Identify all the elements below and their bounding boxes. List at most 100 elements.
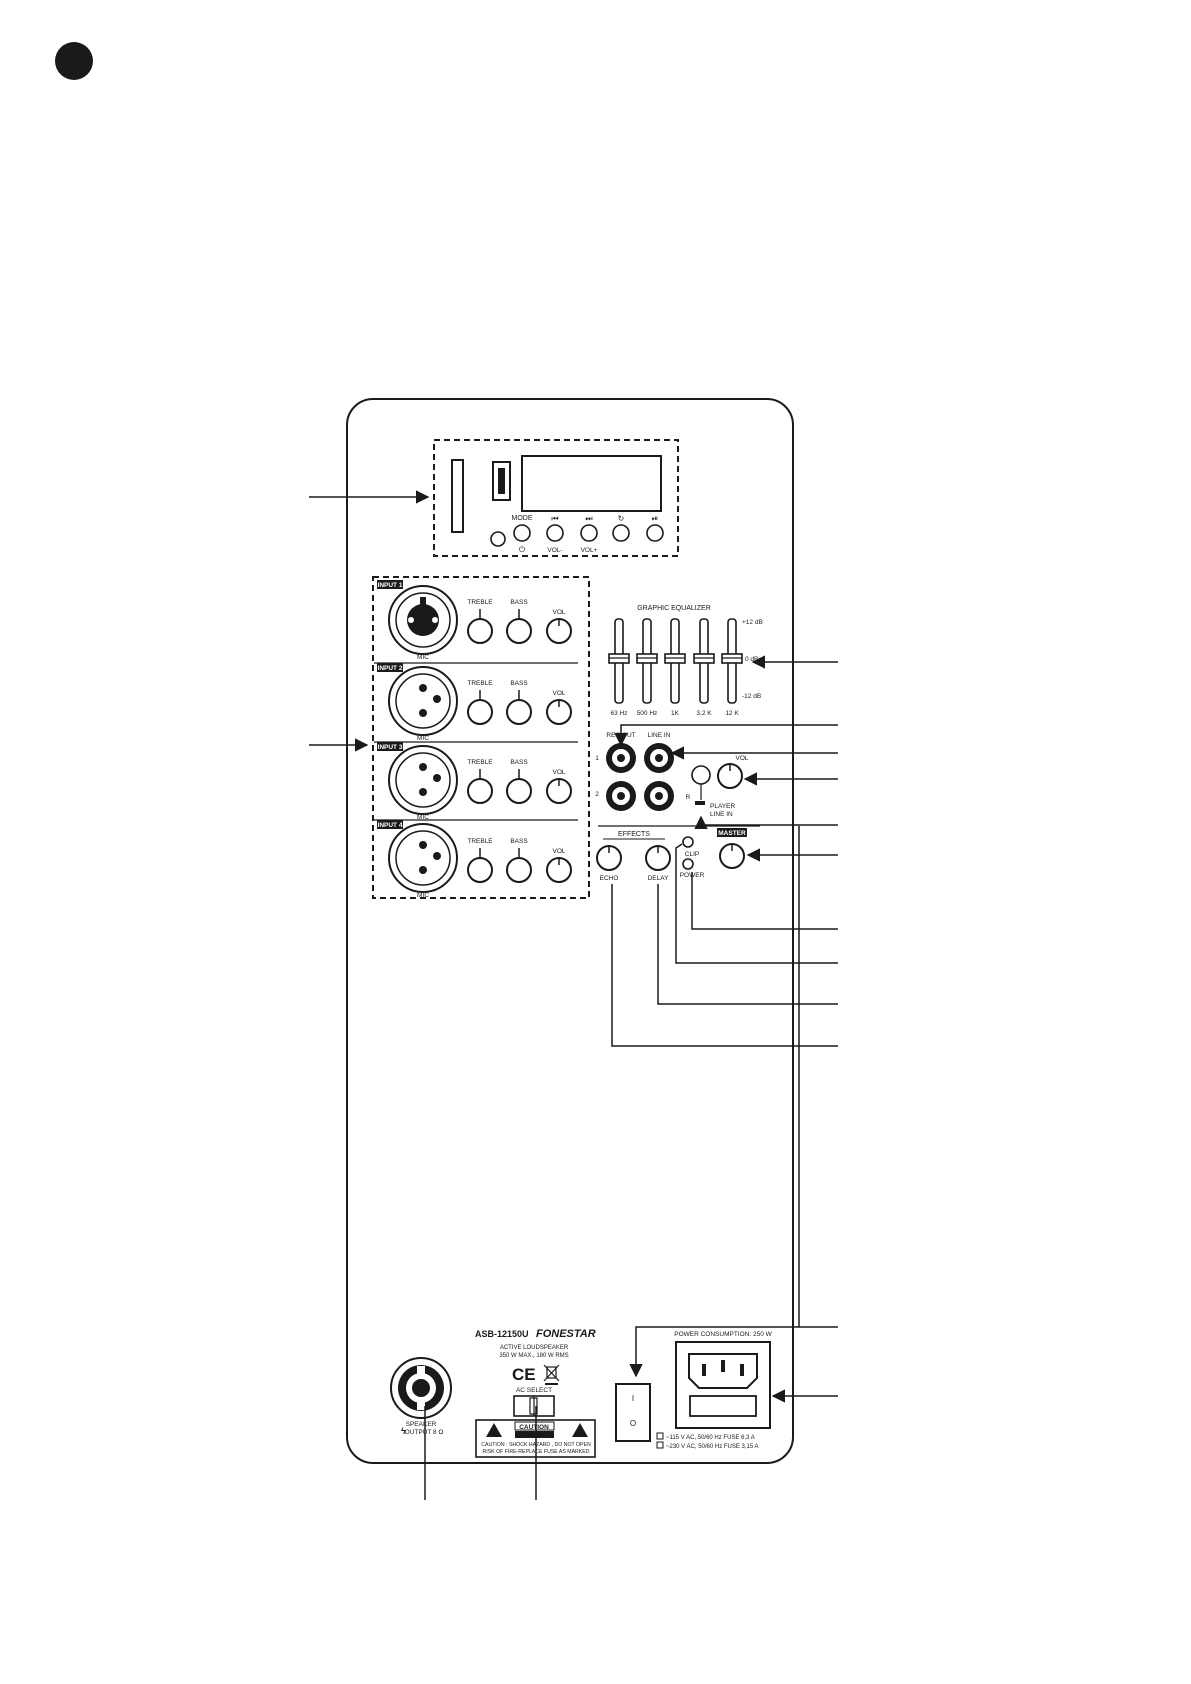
speakon-output-jack[interactable] bbox=[390, 1357, 452, 1419]
input-title: INPUT 4 bbox=[378, 822, 403, 829]
repeat-button[interactable] bbox=[612, 524, 630, 542]
treble-label: TREBLE bbox=[467, 759, 493, 766]
mic-label: MIC bbox=[417, 814, 429, 821]
fuse-230v-label: ~230 V AC, 50/60 Hz FUSE 3,15 A bbox=[666, 1444, 759, 1450]
treble-knob[interactable] bbox=[467, 609, 493, 644]
vol-label: VOL bbox=[552, 848, 565, 855]
player-line-in-jack[interactable] bbox=[691, 765, 711, 785]
callout-power-switch bbox=[629, 1326, 838, 1378]
callout-player-input bbox=[694, 815, 838, 830]
master-volume-knob[interactable] bbox=[719, 843, 745, 869]
model-name: ASB-12150U bbox=[475, 1329, 529, 1339]
input-title: INPUT 3 bbox=[378, 744, 403, 751]
input-channels-module: INPUT 1 MIC TREBLE BASS VOL INPUT 2 bbox=[372, 576, 590, 899]
eq-slider-63hz[interactable] bbox=[608, 618, 630, 704]
xlr-jack-input-4[interactable] bbox=[388, 823, 458, 893]
switch-off-label: O bbox=[630, 1419, 636, 1428]
xlr-jack-input-3[interactable] bbox=[388, 745, 458, 815]
usb-port[interactable] bbox=[492, 461, 511, 501]
rec-out-jack-2[interactable] bbox=[606, 781, 636, 811]
eq-slider-500hz[interactable] bbox=[636, 618, 658, 704]
treble-knob[interactable] bbox=[467, 690, 493, 725]
callout-rec-out bbox=[614, 724, 838, 747]
equalizer-title: GRAPHIC EQUALIZER bbox=[637, 605, 711, 612]
player-jack-icon bbox=[695, 801, 705, 805]
volume-knob[interactable] bbox=[546, 778, 572, 804]
line-in-jack-1[interactable] bbox=[644, 743, 674, 773]
player-label: PLAYER bbox=[710, 803, 735, 810]
clip-led bbox=[682, 836, 694, 848]
iec-power-inlet[interactable] bbox=[675, 1341, 771, 1429]
volume-knob[interactable] bbox=[546, 699, 572, 725]
bass-label: BASS bbox=[510, 680, 528, 687]
line-in-jack-2[interactable] bbox=[644, 781, 674, 811]
prev-button[interactable] bbox=[546, 524, 564, 542]
switch-on-label: I bbox=[632, 1394, 634, 1403]
xlr-jack-input-2[interactable] bbox=[388, 666, 458, 736]
delay-label: DELAY bbox=[648, 875, 669, 882]
echo-knob[interactable] bbox=[596, 845, 622, 871]
callout-clip-led bbox=[675, 843, 838, 964]
exclamation-warning-icon bbox=[572, 1423, 588, 1437]
callout-lines bbox=[309, 490, 838, 1500]
eq-plus-label: +12 dB bbox=[742, 619, 763, 626]
ac-voltage-selector[interactable] bbox=[513, 1395, 555, 1417]
vol-label: VOL bbox=[552, 609, 565, 616]
weee-bin-icon bbox=[543, 1364, 560, 1385]
lightning-icon: ϟ bbox=[401, 1426, 406, 1436]
treble-label: TREBLE bbox=[467, 680, 493, 687]
line-in-label: LINE IN bbox=[648, 732, 671, 739]
input-channel-3: INPUT 3 MIC TREBLE BASS VOL bbox=[377, 742, 572, 821]
vol-plus-label: VOL+ bbox=[581, 547, 598, 554]
sd-card-slot[interactable] bbox=[451, 459, 464, 533]
vol-minus-label: VOL- bbox=[547, 547, 562, 554]
fuse-holder[interactable] bbox=[689, 1395, 757, 1417]
eq-minus-label: -12 dB bbox=[742, 693, 761, 700]
play-pause-button[interactable] bbox=[646, 524, 664, 542]
callout-delay bbox=[657, 884, 838, 1005]
bass-label: BASS bbox=[510, 838, 528, 845]
shock-hazard-icon bbox=[486, 1423, 502, 1437]
graphic-equalizer: GRAPHIC EQUALIZER +12 dB 0 dB -12 dB bbox=[608, 605, 763, 717]
input-channel-1: INPUT 1 MIC TREBLE BASS VOL bbox=[377, 580, 572, 661]
next-button[interactable] bbox=[580, 524, 598, 542]
caution-title: CAUTION bbox=[519, 1424, 549, 1431]
vol-label: VOL bbox=[552, 690, 565, 697]
line-in-volume-knob[interactable] bbox=[717, 763, 743, 789]
bass-knob[interactable] bbox=[506, 690, 532, 725]
treble-label: TREBLE bbox=[467, 599, 493, 606]
rec-out-jack-1[interactable] bbox=[606, 743, 636, 773]
input-title: INPUT 1 bbox=[378, 582, 403, 589]
vol-label: VOL bbox=[552, 769, 565, 776]
bass-knob[interactable] bbox=[506, 609, 532, 644]
eq-slider-12k[interactable] bbox=[721, 618, 743, 704]
mic-label: MIC bbox=[417, 654, 429, 661]
input-channel-4: INPUT 4 MIC TREBLE BASS VOL bbox=[377, 820, 572, 899]
lcd-display bbox=[521, 455, 662, 512]
treble-label: TREBLE bbox=[467, 838, 493, 845]
bass-knob[interactable] bbox=[506, 769, 532, 804]
delay-knob[interactable] bbox=[645, 845, 671, 871]
volume-knob[interactable] bbox=[546, 618, 572, 644]
treble-knob[interactable] bbox=[467, 848, 493, 883]
r-label: R bbox=[686, 794, 691, 801]
echo-label: ECHO bbox=[600, 875, 619, 882]
mic-label: MIC bbox=[417, 735, 429, 742]
combo-jack-input-1[interactable] bbox=[388, 585, 458, 655]
treble-knob[interactable] bbox=[467, 769, 493, 804]
fuse-230v-checkbox bbox=[656, 1441, 664, 1449]
fuse-115v-checkbox bbox=[656, 1432, 664, 1440]
eq-band-label: 63 Hz bbox=[611, 710, 628, 717]
mode-button[interactable] bbox=[513, 524, 531, 542]
eq-slider-1k[interactable] bbox=[664, 618, 686, 704]
eq-band-label: 500 Hz bbox=[637, 710, 658, 717]
eq-slider-3-2k[interactable] bbox=[693, 618, 715, 704]
bass-knob[interactable] bbox=[506, 848, 532, 883]
bass-label: BASS bbox=[510, 759, 528, 766]
master-label: MASTER bbox=[718, 830, 746, 837]
power-switch[interactable]: I O bbox=[615, 1383, 651, 1442]
volume-knob[interactable] bbox=[546, 857, 572, 883]
input-title: INPUT 2 bbox=[378, 665, 403, 672]
media-player-module: MODE ⏻ ⏮ ⏭ ↻ ⏯ VOL- VOL+ bbox=[433, 439, 679, 557]
